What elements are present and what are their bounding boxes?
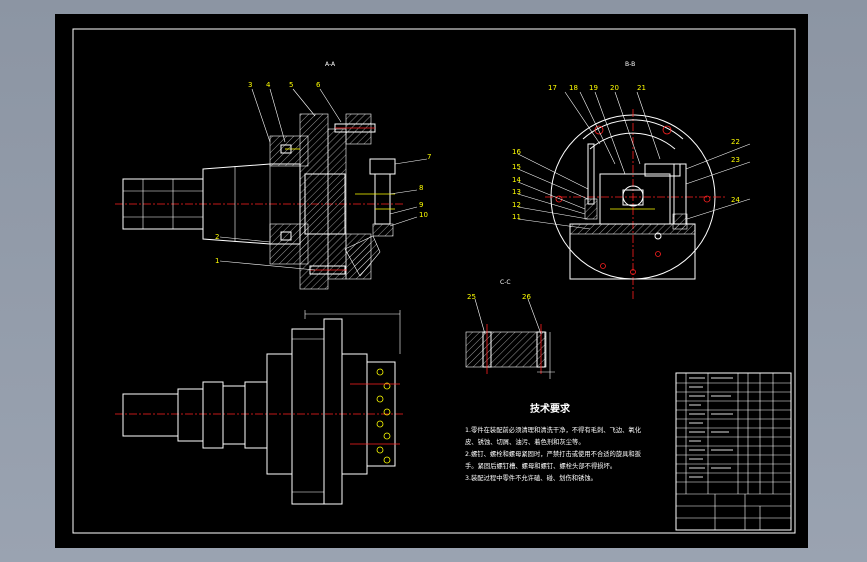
drawing-viewport[interactable]: A-A xyxy=(55,14,808,548)
callout-19: 19 xyxy=(589,84,598,92)
callout-23: 23 xyxy=(731,156,740,164)
section-view-cc: C-C 25 26 xyxy=(465,279,555,379)
callout-9: 9 xyxy=(419,201,423,209)
callout-16: 16 xyxy=(512,148,521,156)
drawing-border xyxy=(72,28,796,534)
callout-4: 4 xyxy=(266,81,271,89)
callout-5: 5 xyxy=(289,81,293,89)
callout-24: 24 xyxy=(731,196,740,204)
callout-7: 7 xyxy=(427,153,431,161)
tech-requirement-line-5: 3.装配过程中零件不允许磕、碰、划伤和锈蚀。 xyxy=(465,473,597,482)
callout-18: 18 xyxy=(569,84,578,92)
callout-13: 13 xyxy=(512,188,521,196)
callout-15: 15 xyxy=(512,163,521,171)
callout-12: 12 xyxy=(512,201,521,209)
callout-21: 21 xyxy=(637,84,646,92)
tech-requirements-title: 技术要求 xyxy=(530,402,571,415)
section-view-aa: A-A xyxy=(115,61,431,290)
callout-26: 26 xyxy=(522,293,531,301)
callout-3: 3 xyxy=(248,81,252,89)
callout-1: 1 xyxy=(215,257,219,265)
front-view xyxy=(115,310,405,505)
technical-requirements: 技术要求 1.零件在装配前必须清理和清洗干净，不得有毛刺、飞边、氧化 皮、锈蚀、… xyxy=(465,402,642,482)
tech-requirement-line-1: 1.零件在装配前必须清理和清洗干净，不得有毛刺、飞边、氧化 xyxy=(465,425,642,434)
callout-20: 20 xyxy=(610,84,619,92)
callout-14: 14 xyxy=(512,176,521,184)
callout-11: 11 xyxy=(512,213,521,221)
section-label-bb: B-B xyxy=(625,61,635,68)
section-label-cc: C-C xyxy=(500,279,511,286)
callout-8: 8 xyxy=(419,184,423,192)
tech-requirement-line-3: 2.螺钉、螺栓和螺母紧固时，严禁打击或使用不合适的旋具和扳 xyxy=(465,449,642,458)
callout-10: 10 xyxy=(419,211,428,219)
callout-17: 17 xyxy=(548,84,557,92)
tech-requirement-line-2: 皮、锈蚀、切屑、油污、着色剂和灰尘等。 xyxy=(465,437,585,446)
section-label-aa: A-A xyxy=(325,61,336,68)
callout-22: 22 xyxy=(731,138,740,146)
tech-requirement-line-4: 手。紧固后螺钉槽、螺母和螺钉、螺栓头部不得损坏。 xyxy=(465,461,616,470)
title-block xyxy=(675,372,792,531)
section-view-bb: B-B xyxy=(512,61,751,299)
callout-6: 6 xyxy=(316,81,321,89)
cad-drawing-sheet: A-A xyxy=(72,28,796,534)
callout-25: 25 xyxy=(467,293,476,301)
callout-2: 2 xyxy=(215,233,219,241)
